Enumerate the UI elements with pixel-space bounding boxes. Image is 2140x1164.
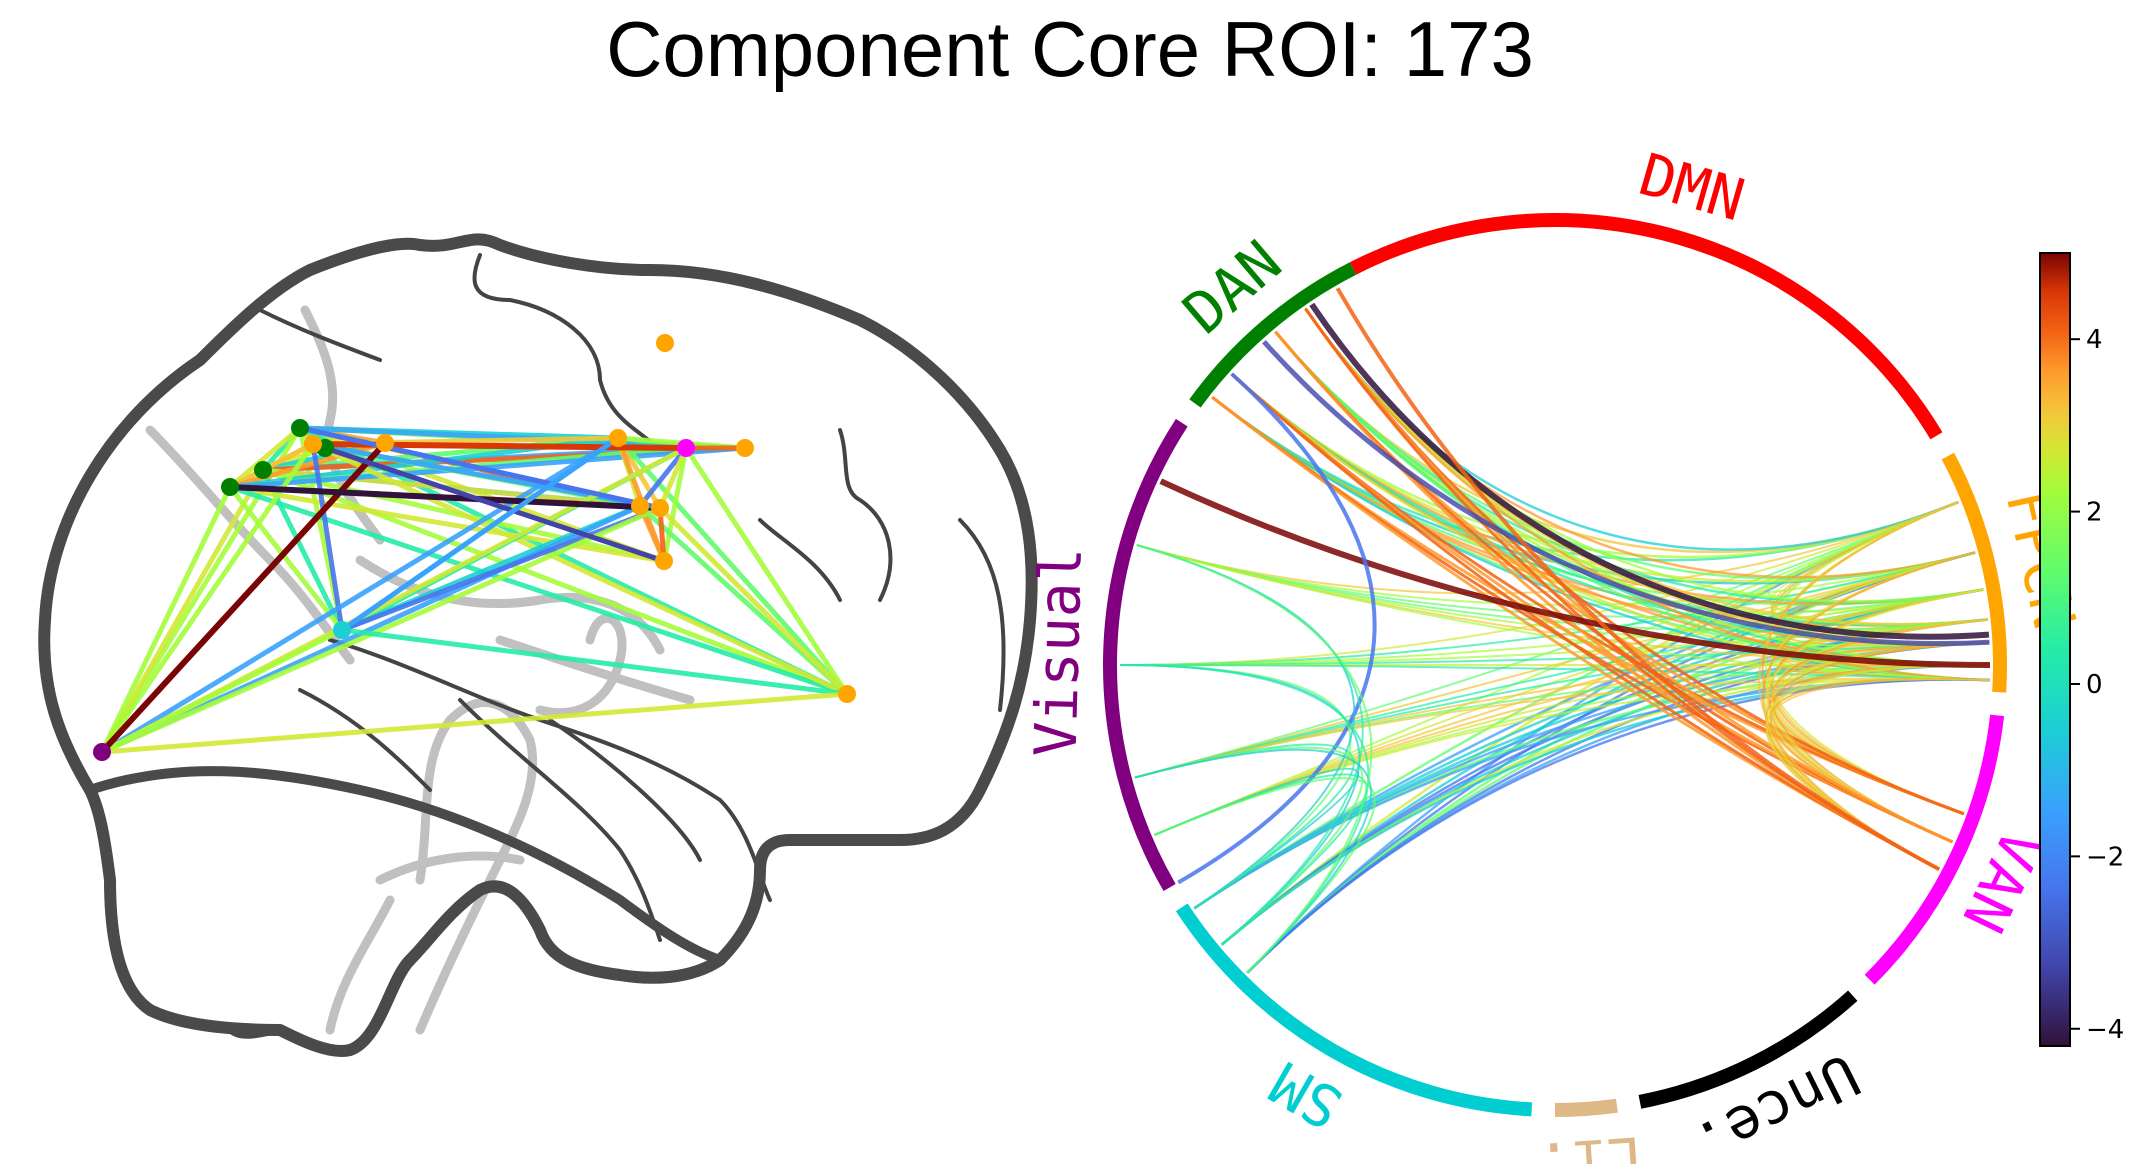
brain-edge	[310, 441, 850, 697]
brain-edge-strong	[339, 435, 621, 633]
chord	[1119, 664, 1370, 974]
chord	[1335, 287, 1941, 871]
brain-edge	[615, 435, 850, 697]
colorbar-ticks: 4 2 0 −2 −4	[2070, 325, 2124, 1045]
colorbar-tick-label: −4	[2086, 1015, 2124, 1045]
brain-node	[291, 419, 309, 437]
colorbar-tick-label: 4	[2086, 325, 2103, 355]
chord	[1769, 678, 1990, 843]
brainstem-line	[227, 1027, 281, 1039]
brain-node	[609, 429, 627, 447]
chord	[1177, 372, 1377, 885]
brain-node	[304, 435, 322, 453]
colorbar-tick-label: 0	[2086, 670, 2103, 700]
brain-edge	[99, 441, 316, 755]
colorbar-tick-label: −2	[2086, 842, 2124, 872]
brain-node	[93, 743, 111, 761]
brain-edge	[99, 467, 266, 755]
brain-node	[333, 621, 351, 639]
brain-outline	[38, 233, 1038, 1057]
network-arcs	[1103, 213, 2007, 1117]
brain-connectivity-edges	[99, 425, 850, 755]
brain-sagittal-view	[38, 233, 1038, 1057]
network-arc	[1864, 714, 2005, 985]
brain-edge	[339, 505, 663, 633]
brain-node	[376, 434, 394, 452]
page-title: Component Core ROI: 173	[606, 5, 1534, 93]
network-arc	[1638, 990, 1858, 1109]
network-arc	[1175, 903, 1533, 1117]
brain-edge	[99, 691, 850, 755]
brain-edge	[227, 484, 345, 633]
brain-node	[254, 461, 272, 479]
network-label: SM	[1259, 1048, 1353, 1142]
chord	[1304, 307, 1990, 682]
brain-node	[631, 497, 649, 515]
brain-roi-nodes	[93, 334, 856, 761]
colorbar-tick-label: 2	[2086, 498, 2103, 528]
brain-edge	[99, 627, 345, 755]
network-label: DAN	[1170, 227, 1294, 347]
network-label: DMN	[1632, 140, 1751, 234]
chord	[1309, 302, 1990, 640]
colorbar-gradient	[2039, 252, 2071, 1047]
chord	[1119, 664, 1990, 682]
brain-sulci	[145, 305, 695, 1035]
chord	[1134, 677, 1990, 779]
brain-edge	[227, 441, 316, 490]
chord	[1119, 501, 1959, 666]
brain-edge-strong	[297, 425, 663, 511]
brain-edge	[657, 505, 850, 697]
network-arc	[1189, 262, 1357, 408]
brain-edge	[227, 484, 667, 564]
brain-edge-strong	[227, 484, 663, 511]
brain-node	[677, 439, 695, 457]
chord	[1154, 501, 1959, 836]
brain-node	[736, 439, 754, 457]
brain-node	[656, 334, 674, 352]
network-arc	[1554, 1098, 1618, 1117]
network-arc	[1941, 452, 2007, 693]
network-arc	[1103, 418, 1188, 891]
network-label: Visual	[1022, 546, 1095, 757]
network-arc	[1349, 213, 1943, 440]
brain-cerebellum	[88, 766, 722, 965]
brain-edge	[310, 441, 345, 633]
brain-edge	[661, 445, 689, 564]
brain-edge-strong	[322, 445, 667, 564]
brain-edge	[227, 425, 303, 490]
colorbar: 4 2 0 −2 −4	[2039, 252, 2124, 1047]
brain-edge	[227, 484, 850, 697]
chord	[1136, 544, 1990, 682]
brain-node	[838, 685, 856, 703]
brain-edge	[99, 484, 233, 755]
chord	[1134, 501, 1959, 779]
chord	[1274, 330, 1984, 604]
chord	[1136, 544, 1373, 974]
chord	[1159, 478, 1991, 668]
brain-node	[221, 478, 239, 496]
brain-gyri-lines	[258, 253, 1006, 942]
brain-edge	[683, 445, 850, 697]
brain-edge	[99, 435, 621, 755]
network-label: Li.	[1535, 1123, 1644, 1164]
brain-edge	[339, 627, 850, 697]
brain-edge	[637, 445, 689, 509]
brain-node	[651, 499, 669, 517]
chord	[1246, 678, 1990, 974]
circle-chords	[1119, 287, 1991, 974]
chord	[1262, 340, 1990, 647]
brain-node	[655, 552, 673, 570]
brain-edge	[99, 505, 663, 755]
chord	[1134, 748, 1372, 974]
